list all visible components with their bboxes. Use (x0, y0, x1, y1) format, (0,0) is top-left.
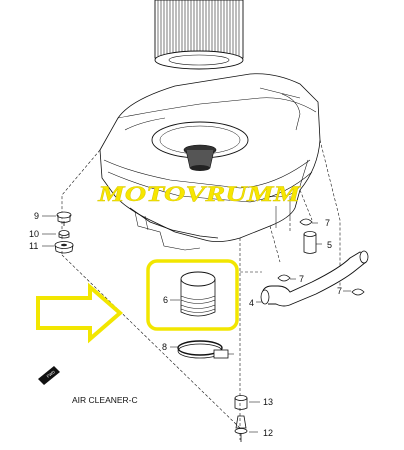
callout-9: 9 (34, 211, 39, 221)
part-4-hose (256, 250, 369, 307)
callout-6: 6 (163, 295, 168, 305)
callout-10: 10 (29, 229, 39, 239)
part-10-washer (58, 230, 70, 239)
part-7-clamp-c (343, 288, 365, 296)
fwd-badge-label: FWD (46, 369, 56, 379)
callout-7a: 7 (325, 218, 330, 228)
watermark: MOTOVRUMM (97, 181, 302, 206)
part-12-drain (234, 415, 258, 442)
part-11-grommet (54, 241, 74, 254)
part-6-intake-boot (170, 271, 216, 317)
highlight-box (146, 259, 239, 331)
diagram-caption: AIR CLEANER-C (72, 395, 138, 405)
part-5-plug (303, 231, 322, 254)
callout-7b: 7 (299, 274, 304, 284)
callout-5: 5 (327, 240, 332, 250)
part-8-clamp (170, 340, 234, 359)
air-cleaner-case (99, 73, 321, 251)
part-7-clamp-a (299, 218, 318, 226)
part-13-cap (234, 395, 260, 410)
callout-13: 13 (263, 397, 273, 407)
pointer-arrow (36, 282, 124, 344)
leader-lines (61, 139, 341, 440)
air-filter-element (154, 0, 244, 70)
callout-7c: 7 (337, 286, 342, 296)
part-9-bolt (56, 211, 72, 226)
callout-8: 8 (162, 342, 167, 352)
callout-4: 4 (249, 298, 254, 308)
part-7-clamp-b (277, 274, 296, 282)
callout-12: 12 (263, 428, 273, 438)
callout-11: 11 (29, 241, 38, 251)
fwd-badge: FWD (38, 366, 60, 385)
